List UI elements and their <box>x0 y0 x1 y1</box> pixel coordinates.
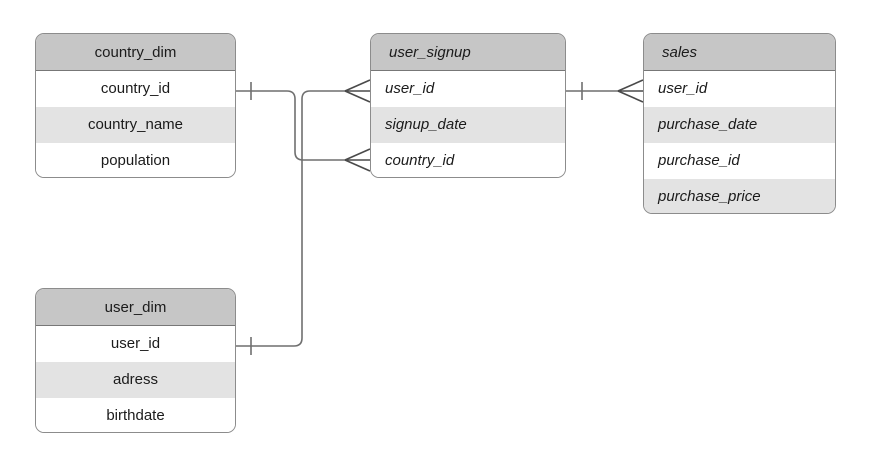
entity-title-country-dim: country_dim <box>36 34 235 71</box>
entity-title-user-signup: user_signup <box>371 34 565 71</box>
attribute-sales-user-id[interactable]: user_id <box>644 71 835 107</box>
relationship-country-to-signup <box>236 82 371 172</box>
attribute-purchase-id[interactable]: purchase_id <box>644 143 835 179</box>
attribute-purchase-date[interactable]: purchase_date <box>644 107 835 143</box>
attribute-country-name[interactable]: country_name <box>36 107 235 143</box>
connector-line-userdim-to-signup <box>236 90 345 347</box>
relationship-userdim-to-signup <box>236 79 371 355</box>
attribute-population[interactable]: population <box>36 143 235 177</box>
attribute-country-id[interactable]: country_id <box>36 71 235 107</box>
cardinality-many-crowfoot-signup-country <box>344 148 371 172</box>
cardinality-many-crowfoot-sales-user <box>617 79 644 103</box>
relationship-signup-to-sales <box>566 79 644 103</box>
entity-sales[interactable]: sales user_id purchase_date purchase_id … <box>643 33 836 214</box>
attribute-signup-date[interactable]: signup_date <box>371 107 565 143</box>
attribute-birthdate[interactable]: birthdate <box>36 398 235 432</box>
cardinality-many-crowfoot-signup-user <box>344 79 371 103</box>
attribute-purchase-price[interactable]: purchase_price <box>644 179 835 213</box>
entity-country-dim[interactable]: country_dim country_id country_name popu… <box>35 33 236 178</box>
entity-user-signup[interactable]: user_signup user_id signup_date country_… <box>370 33 566 178</box>
attribute-adress[interactable]: adress <box>36 362 235 398</box>
attribute-user-id[interactable]: user_id <box>371 71 565 107</box>
entity-user-dim[interactable]: user_dim user_id adress birthdate <box>35 288 236 433</box>
entity-title-sales: sales <box>644 34 835 71</box>
attribute-user-dim-user-id[interactable]: user_id <box>36 326 235 362</box>
attribute-country-id-fk[interactable]: country_id <box>371 143 565 177</box>
entity-title-user-dim: user_dim <box>36 289 235 326</box>
connector-line-country-to-signup <box>236 90 345 161</box>
